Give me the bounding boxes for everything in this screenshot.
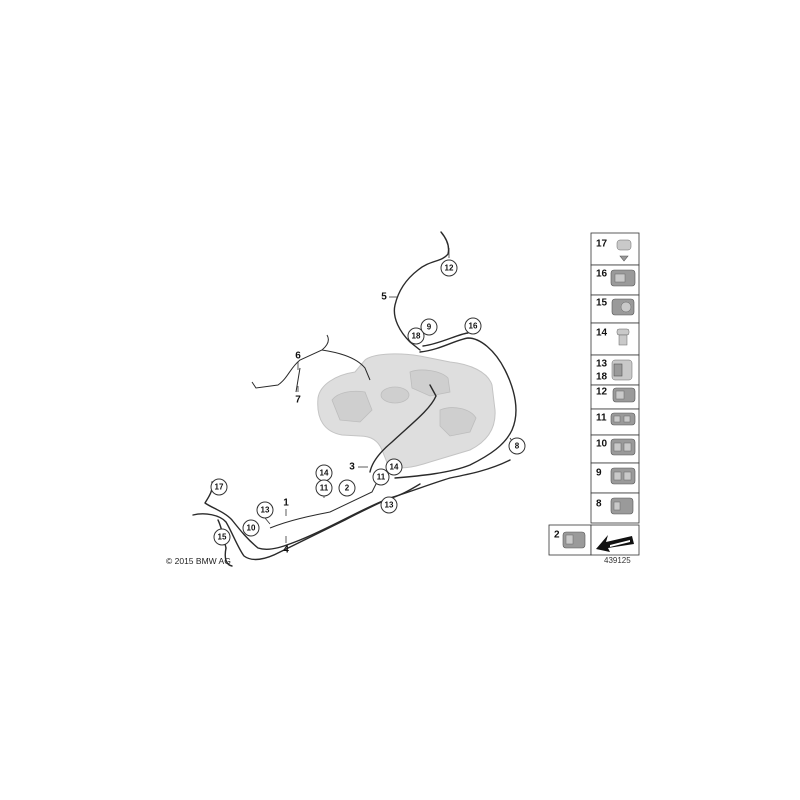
clip-9-icon — [610, 467, 636, 485]
legend-item-16[interactable]: 16 — [590, 264, 640, 296]
clip-15-icon — [611, 298, 635, 316]
pipes — [192, 231, 517, 567]
svg-text:15: 15 — [218, 533, 227, 542]
callout-11[interactable]: 11 — [315, 479, 333, 497]
arrow-icon — [596, 535, 634, 552]
callout-13[interactable]: 13 — [256, 501, 274, 519]
callout-9[interactable]: 9 — [420, 318, 438, 336]
svg-text:11: 11 — [377, 473, 386, 482]
svg-text:11: 11 — [596, 413, 607, 424]
svg-text:10: 10 — [247, 524, 256, 533]
svg-text:10: 10 — [596, 439, 608, 450]
clip-13-icon — [611, 359, 633, 381]
svg-text:15: 15 — [596, 298, 608, 309]
callout-16[interactable]: 16 — [464, 317, 482, 335]
callout-13[interactable]: 13 — [380, 496, 398, 514]
drawing-number: 439125 — [604, 556, 631, 565]
legend-item-8[interactable]: 8 — [590, 492, 640, 524]
svg-text:8: 8 — [515, 442, 520, 451]
legend-item-15[interactable]: 15 — [590, 294, 640, 324]
parts-legend: 17 16 15 14 — [548, 232, 640, 556]
label-7: 7 — [295, 395, 301, 406]
clip-11-icon — [610, 412, 636, 426]
legend-item-11[interactable]: 11 — [590, 408, 640, 436]
fuel-tank — [317, 353, 496, 469]
label-5: 5 — [381, 292, 387, 303]
svg-text:16: 16 — [469, 322, 478, 331]
callout-15[interactable]: 15 — [213, 528, 231, 546]
svg-text:11: 11 — [320, 484, 329, 493]
clip-12-icon — [612, 387, 636, 403]
clip-17-icon — [616, 239, 632, 262]
legend-item-2[interactable]: 2 — [548, 524, 592, 556]
svg-text:18: 18 — [412, 332, 421, 341]
legend-item-17[interactable]: 17 — [590, 232, 640, 266]
legend-item-14[interactable]: 14 — [590, 322, 640, 356]
svg-text:9: 9 — [427, 323, 432, 332]
svg-text:12: 12 — [445, 264, 454, 273]
legend-arrow-cell — [590, 524, 640, 556]
svg-text:14: 14 — [390, 463, 399, 472]
callout-8[interactable]: 8 — [508, 437, 526, 455]
label-4: 4 — [283, 545, 289, 556]
label-3: 3 — [349, 462, 355, 473]
legend-item-13-18[interactable]: 13 18 — [590, 354, 640, 386]
clip-14-icon — [616, 328, 630, 346]
callout-11[interactable]: 11 — [372, 468, 390, 486]
svg-text:16: 16 — [596, 269, 608, 280]
svg-text:12: 12 — [596, 387, 608, 398]
svg-text:13: 13 — [385, 501, 394, 510]
clip-16-icon — [610, 269, 636, 287]
callout-14[interactable]: 14 — [385, 458, 403, 476]
callout-2[interactable]: 2 — [338, 479, 356, 497]
callouts: 12 18 9 16 8 14 11 14 11 2 13 13 17 10 1… — [210, 259, 526, 546]
svg-text:18: 18 — [596, 372, 608, 383]
legend-item-10[interactable]: 10 — [590, 434, 640, 464]
clip-8-icon — [610, 497, 634, 515]
part-labels: 5 6 7 3 1 4 — [283, 292, 387, 556]
label-6: 6 — [295, 351, 301, 362]
svg-text:17: 17 — [596, 239, 608, 250]
callout-12[interactable]: 12 — [440, 259, 458, 277]
callout-14[interactable]: 14 — [315, 464, 333, 482]
copyright-text: © 2015 BMW AG — [166, 556, 231, 566]
svg-text:13: 13 — [261, 506, 270, 515]
svg-text:17: 17 — [215, 483, 224, 492]
svg-text:8: 8 — [596, 499, 602, 510]
svg-text:14: 14 — [320, 469, 329, 478]
callout-17[interactable]: 17 — [210, 478, 228, 496]
svg-text:9: 9 — [596, 468, 602, 479]
label-1: 1 — [283, 498, 289, 509]
svg-text:13: 13 — [596, 359, 608, 370]
legend-item-12[interactable]: 12 — [590, 384, 640, 410]
svg-text:2: 2 — [554, 530, 560, 541]
clip-10-icon — [610, 438, 636, 456]
clip-2-icon — [562, 531, 586, 549]
legend-item-9[interactable]: 9 — [590, 462, 640, 494]
svg-text:2: 2 — [345, 484, 350, 493]
callout-10[interactable]: 10 — [242, 519, 260, 537]
svg-text:14: 14 — [596, 328, 608, 339]
callout-18[interactable]: 18 — [407, 327, 425, 345]
